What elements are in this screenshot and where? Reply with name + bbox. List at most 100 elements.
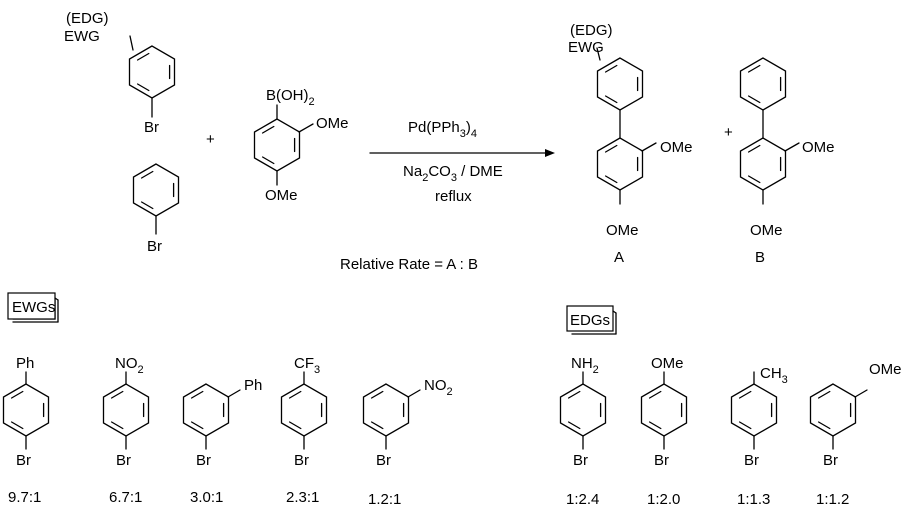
- double-bond: [288, 390, 302, 399]
- methoxy-label: OMe: [265, 187, 298, 204]
- double-bond: [604, 144, 618, 153]
- bromine-label: Br: [144, 119, 159, 136]
- edg-box-label: EDGs: [570, 312, 610, 329]
- double-bond: [567, 421, 581, 430]
- substituent-label: NH2: [571, 355, 599, 376]
- product-b: OMe OMe B: [739, 57, 835, 266]
- edg-box: EDGs: [566, 305, 617, 335]
- dimethoxyphenyl-ring: [596, 137, 644, 191]
- relative-rate-label: Relative Rate = A : B: [340, 256, 478, 273]
- double-bond: [190, 390, 204, 399]
- benzene-ring: [640, 383, 688, 437]
- reaction-arrow: [369, 149, 555, 157]
- substituent-label: CF3: [294, 355, 320, 376]
- benzene-ring: [102, 383, 150, 437]
- plus-sign: +: [206, 131, 215, 148]
- double-bond: [288, 421, 302, 430]
- substituent-label: CH3: [760, 365, 788, 386]
- ewg-bond: [129, 35, 134, 51]
- catalyst-label: Pd(PPh3)4: [408, 119, 477, 140]
- double-bond: [604, 95, 618, 104]
- substituted-aryl-bromide: (EDG) EWG Br: [64, 10, 176, 136]
- base-solvent-label: Na2CO3 / DME: [403, 163, 503, 184]
- benzene-ring: [362, 383, 410, 437]
- ewg-label: EWG: [568, 39, 604, 56]
- methoxy-label: OMe: [660, 139, 693, 156]
- double-bond: [648, 421, 662, 430]
- edg-label: (EDG): [570, 22, 613, 39]
- rate-ratio: 1:1.2: [816, 491, 849, 508]
- double-bond: [110, 390, 124, 399]
- substituent-label: OMe: [651, 355, 684, 372]
- double-bond: [604, 175, 618, 184]
- bromine-label: Br: [16, 452, 31, 469]
- double-bond: [140, 201, 154, 210]
- double-bond: [747, 144, 761, 153]
- substituent-label: Ph: [16, 355, 34, 372]
- benzene-ring: [182, 383, 230, 437]
- methoxy-label: OMe: [750, 222, 783, 239]
- temperature-label: reflux: [435, 188, 472, 205]
- rate-ratio: 2.3:1: [286, 489, 319, 506]
- rate-ratio: 3.0:1: [190, 489, 223, 506]
- double-bond: [370, 421, 384, 430]
- plus-sign: +: [724, 124, 733, 141]
- rate-ratio: 1:1.3: [737, 491, 770, 508]
- edg-example-4-methoxy-bromobenzene: OMe Br 1:2.0: [640, 355, 688, 508]
- edg-label: (EDG): [66, 10, 109, 27]
- boronic-acid-label: B(OH)2: [266, 87, 315, 108]
- substituent-label: Ph: [244, 377, 262, 394]
- double-bond: [604, 64, 618, 73]
- ewg-example-3-nitro-bromobenzene: NO2 Br 1.2:1: [362, 377, 453, 508]
- substituent-label: NO2: [424, 377, 453, 398]
- bromine-label: Br: [196, 452, 211, 469]
- benzene-ring: [253, 118, 301, 172]
- benzene-ring: [280, 383, 328, 437]
- rate-ratio: 1.2:1: [368, 491, 401, 508]
- benzene-ring: [596, 57, 644, 111]
- ewg-example-4-trifluoromethyl-bromobenzene: CF3 Br 2.3:1: [280, 355, 328, 506]
- double-bond: [817, 421, 831, 430]
- double-bond: [261, 125, 275, 134]
- product-b-label: B: [755, 249, 765, 266]
- ewg-box-label: EWGs: [12, 299, 55, 316]
- product-a: (EDG) EWG OMe OMe A: [568, 22, 693, 266]
- bromine-label: Br: [147, 238, 162, 255]
- double-bond: [10, 390, 24, 399]
- arrow-head: [545, 149, 555, 157]
- dimethoxyphenyl-ring: [739, 137, 787, 191]
- c-ome-bond: [784, 142, 800, 152]
- bromine-label: Br: [744, 452, 759, 469]
- double-bond: [738, 421, 752, 430]
- benzene-ring: [2, 383, 50, 437]
- rate-ratio: 6.7:1: [109, 489, 142, 506]
- rate-ratio: 9.7:1: [8, 489, 41, 506]
- benzene-ring: [739, 57, 787, 111]
- bromine-label: Br: [823, 452, 838, 469]
- double-bond: [136, 52, 150, 61]
- c-ome-bond: [298, 123, 314, 133]
- ewg-bond: [596, 47, 601, 61]
- rate-ratio: 1:2.4: [566, 491, 599, 508]
- box-frame: [566, 305, 614, 332]
- benzene-ring: [559, 383, 607, 437]
- methoxy-label: OMe: [606, 222, 639, 239]
- double-bond: [747, 64, 761, 73]
- double-bond: [110, 421, 124, 430]
- c-ome-bond: [641, 142, 657, 152]
- edg-example-4-methyl-bromobenzene: CH3 Br 1:1.3: [730, 365, 788, 508]
- product-a-label: A: [614, 249, 624, 266]
- benzene-ring: [128, 45, 176, 99]
- rate-ratio: 1:2.0: [647, 491, 680, 508]
- ewg-example-4-nitro-bromobenzene: NO2 Br 6.7:1: [102, 355, 150, 506]
- substituent-label: NO2: [115, 355, 144, 376]
- methoxy-label: OMe: [802, 139, 835, 156]
- double-bond: [747, 95, 761, 104]
- methoxy-label: OMe: [316, 115, 349, 132]
- double-bond: [567, 390, 581, 399]
- ewg-example-3-phenyl-bromobenzene: Ph Br 3.0:1: [182, 377, 262, 506]
- bromine-label: Br: [573, 452, 588, 469]
- bromine-label: Br: [294, 452, 309, 469]
- bromine-label: Br: [376, 452, 391, 469]
